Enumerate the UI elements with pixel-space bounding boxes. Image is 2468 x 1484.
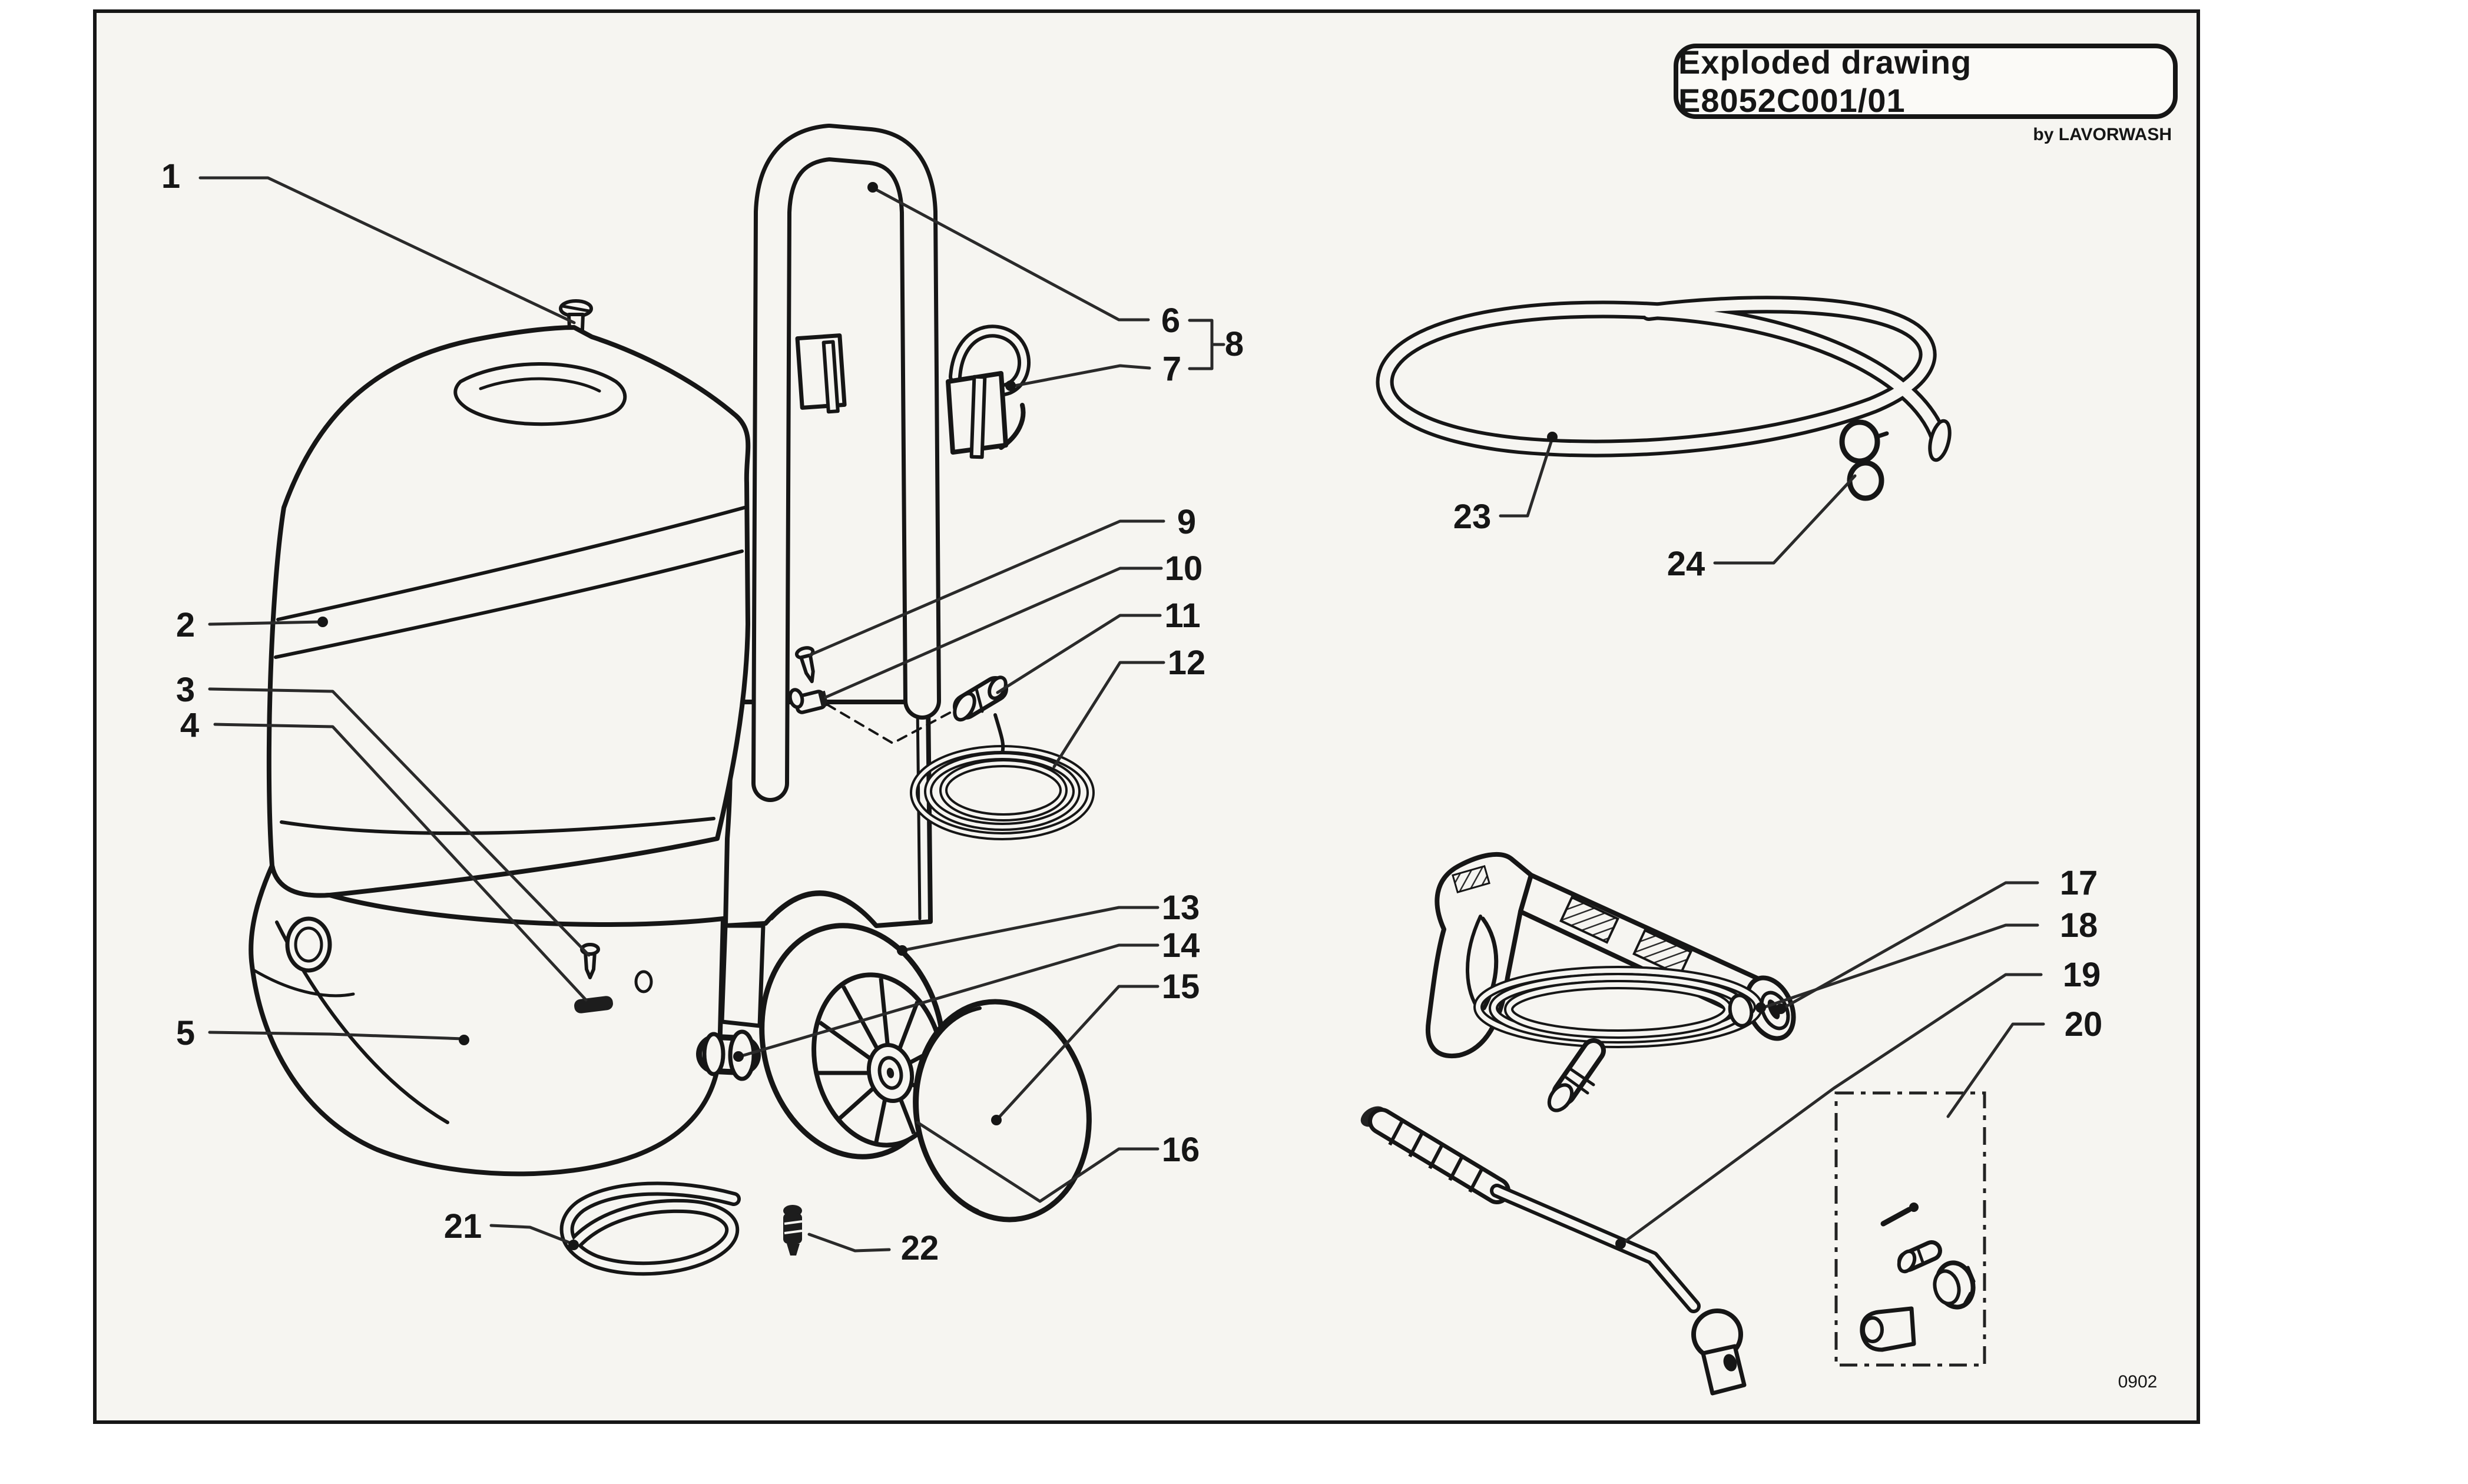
wheel <box>759 923 946 1160</box>
accessory-hook <box>946 324 1031 459</box>
leader-lines <box>198 176 2045 1253</box>
part-callout-7: 7 <box>1162 350 1182 388</box>
kit-coupler <box>1933 1260 1976 1310</box>
part-callout-23: 23 <box>1453 498 1492 536</box>
kit-elbow-fitting <box>1860 1306 1916 1352</box>
title-box: Exploded drawing E8052C001/01 <box>1674 44 2178 119</box>
handle-bracket-plate <box>795 333 847 414</box>
suction-tube-coil <box>559 1181 741 1276</box>
handle-tube <box>751 124 941 802</box>
part-callout-21: 21 <box>443 1207 482 1246</box>
accessory-kit-box <box>1834 1091 1986 1367</box>
part-callout-22: 22 <box>900 1229 939 1267</box>
clip-screw <box>794 646 815 684</box>
detergent-nozzle <box>783 1205 803 1256</box>
part-callout-9: 9 <box>1177 503 1197 541</box>
part-callout-19: 19 <box>2062 956 2101 994</box>
hub-cap-disc <box>913 999 1092 1223</box>
part-callout-24: 24 <box>1667 545 1705 583</box>
kit-screw <box>1880 1203 1919 1227</box>
base-clip <box>574 996 613 1013</box>
part-callout-16: 16 <box>1161 1131 1200 1169</box>
drawing-title: Exploded drawing E8052C001/01 <box>1678 44 1972 119</box>
group-bracket-6-7 <box>1188 319 1225 370</box>
base-screw <box>580 943 600 979</box>
kit-nut <box>1897 1240 1942 1274</box>
part-callout-12: 12 <box>1167 644 1206 682</box>
doc-code: 0902 <box>2118 1372 2158 1392</box>
byline: by LAVORWASH <box>2033 125 2172 144</box>
hp-hose-fitting <box>1547 1038 1606 1112</box>
part-callout-8: 8 <box>1224 325 1244 363</box>
leader-dots <box>317 182 1786 1250</box>
part-callout-20: 20 <box>2064 1005 2103 1044</box>
part-callout-10: 10 <box>1164 549 1203 588</box>
hp-hose-coil <box>1473 966 1763 1112</box>
assembly-dash-line <box>826 703 965 744</box>
part-callout-17: 17 <box>2059 864 2098 902</box>
lance <box>1360 1106 1747 1396</box>
part-callout-18: 18 <box>2059 906 2098 945</box>
part-callout-5: 5 <box>175 1014 196 1052</box>
garden-hose <box>1376 296 1952 462</box>
part-callout-2: 2 <box>175 606 196 644</box>
part-callout-3: 3 <box>175 671 196 709</box>
part-callout-13: 13 <box>1161 889 1200 927</box>
part-callout-15: 15 <box>1161 968 1200 1006</box>
part-callout-4: 4 <box>180 706 200 744</box>
part-callout-1: 1 <box>161 157 181 196</box>
base-trolley <box>249 863 726 1177</box>
part-callout-6: 6 <box>1161 302 1181 340</box>
cable-connector <box>953 675 1008 722</box>
power-cord-coil <box>910 713 1095 840</box>
cable-clip <box>788 688 829 714</box>
part-callout-11: 11 <box>1164 597 1201 635</box>
part-callout-14: 14 <box>1161 926 1200 965</box>
